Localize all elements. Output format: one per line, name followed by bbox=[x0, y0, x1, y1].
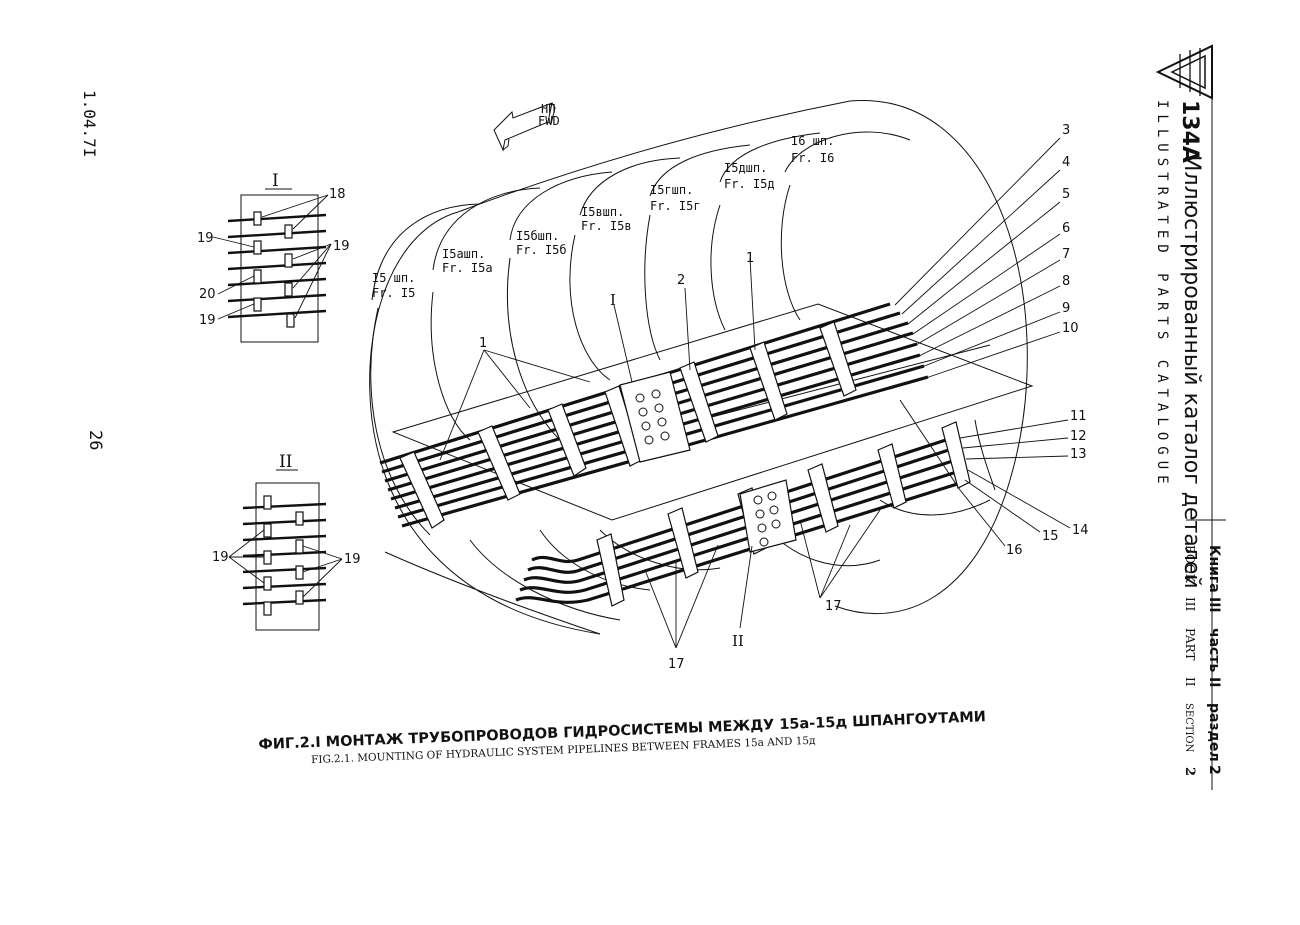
detail-1-label-19-left: 19 bbox=[197, 231, 214, 246]
callout-8: 8 bbox=[1062, 274, 1070, 289]
section-no-en: 2 bbox=[1182, 767, 1197, 776]
detail-view-2 bbox=[228, 482, 343, 631]
frame-label-15-en: Fr. I5 bbox=[372, 286, 415, 300]
frame-labels: I5 шп. Fr. I5 I5ашп. Fr. I5a I5бшп. Fr. … bbox=[372, 134, 834, 300]
frame-label-15g-en: Fr. I5г bbox=[650, 199, 701, 213]
upper-bracket-plate bbox=[619, 371, 691, 463]
frame-label-15d-ru: I5дшп. bbox=[724, 161, 767, 175]
part-ru: часть bbox=[1206, 628, 1222, 672]
callout-3: 3 bbox=[1062, 123, 1070, 138]
callout-leaders bbox=[439, 137, 1071, 649]
callout-12: 12 bbox=[1070, 429, 1087, 444]
callout-5: 5 bbox=[1062, 187, 1070, 202]
frame-label-15a-en: Fr. I5a bbox=[442, 261, 493, 275]
detail-2-label-19-left: 19 bbox=[212, 550, 229, 565]
callout-6: 6 bbox=[1062, 221, 1070, 236]
frame-label-15g-ru: I5гшп. bbox=[650, 183, 693, 197]
frame-label-16-ru: I6 шп. bbox=[791, 134, 834, 148]
book-en: BOOK bbox=[1183, 545, 1197, 584]
callout-1b: 1 bbox=[746, 251, 754, 266]
frame-label-15v-en: Fr. I5в bbox=[581, 219, 632, 233]
frame-label-15-ru: I5 шп. bbox=[372, 271, 415, 285]
lower-pipe-bundle bbox=[515, 435, 971, 604]
book-ru: Книга bbox=[1206, 545, 1222, 593]
detail-1-label-19-right: 19 bbox=[333, 239, 350, 254]
section-en: SECTION bbox=[1183, 703, 1194, 753]
upper-clamps bbox=[399, 321, 857, 529]
detail-view-1-title: I bbox=[272, 171, 279, 191]
title-block: ТУ 134A Иллюстрированный каталог деталей… bbox=[1154, 44, 1226, 790]
frame-label-15d-en: Fr. I5д bbox=[724, 177, 775, 191]
detail-view-2-title: II bbox=[279, 452, 292, 472]
callout-4: 4 bbox=[1062, 155, 1070, 170]
title-en: ILLUSTRATED PARTS CATALOGUE bbox=[1154, 100, 1170, 490]
doc-code: 1.04.7I bbox=[80, 90, 99, 157]
callout-10: 10 bbox=[1062, 321, 1079, 336]
frame-label-15b-en: Fr. I5б bbox=[516, 243, 567, 257]
book-no: III bbox=[1206, 597, 1222, 613]
part-en: PART bbox=[1183, 628, 1197, 660]
part-no: II bbox=[1206, 677, 1222, 687]
frame-label-15a-ru: I5ашп. bbox=[442, 247, 485, 261]
detail-2-label-19-right: 19 bbox=[344, 552, 361, 567]
callout-17a: 17 bbox=[825, 599, 842, 614]
part-no-en: II bbox=[1183, 677, 1197, 687]
callout-11: 11 bbox=[1070, 409, 1087, 424]
callout-9: 9 bbox=[1062, 301, 1070, 316]
detail-1-label-18: 18 bbox=[329, 187, 346, 202]
section-ru: раздел bbox=[1206, 703, 1222, 762]
section-no: 2 bbox=[1206, 765, 1222, 775]
callout-numbers: 1 1 2 I II 3 4 5 6 7 8 9 10 11 12 13 14 … bbox=[479, 123, 1089, 672]
frame-label-16-en: Fr. I6 bbox=[791, 151, 834, 165]
tupolev-logo-icon bbox=[1155, 44, 1213, 100]
fwd-label-ru: НП bbox=[541, 102, 555, 116]
callout-2: 2 bbox=[677, 273, 685, 288]
callout-view-I: I bbox=[610, 291, 616, 309]
fwd-label-en: FWD bbox=[538, 114, 560, 128]
detail-view-1 bbox=[212, 194, 332, 343]
callout-1a: 1 bbox=[479, 336, 487, 351]
detail-1-label-19-bottom: 19 bbox=[199, 313, 216, 328]
title-ru: Иллюстрированный каталог деталей bbox=[1179, 155, 1204, 589]
book-no-en: III bbox=[1183, 597, 1197, 611]
figure-caption: ФИГ.2.I МОНТАЖ ТРУБОПРОВОДОВ ГИДРОСИСТЕМ… bbox=[258, 709, 986, 766]
detail-1-label-20: 20 bbox=[199, 287, 216, 302]
title-model: 134A bbox=[1177, 100, 1202, 163]
page-number: 26 bbox=[85, 430, 105, 450]
callout-7: 7 bbox=[1062, 247, 1070, 262]
callout-14: 14 bbox=[1072, 523, 1089, 538]
frame-label-15b-ru: I5бшп. bbox=[516, 229, 559, 243]
callout-15: 15 bbox=[1042, 529, 1059, 544]
callout-view-II: II bbox=[732, 632, 744, 650]
fwd-arrow-icon bbox=[493, 102, 556, 152]
callout-13: 13 bbox=[1070, 447, 1087, 462]
frame-label-15v-ru: I5вшп. bbox=[581, 205, 624, 219]
lower-bracket-plate bbox=[739, 479, 797, 553]
callout-16: 16 bbox=[1006, 543, 1023, 558]
callout-17b: 17 bbox=[668, 657, 685, 672]
